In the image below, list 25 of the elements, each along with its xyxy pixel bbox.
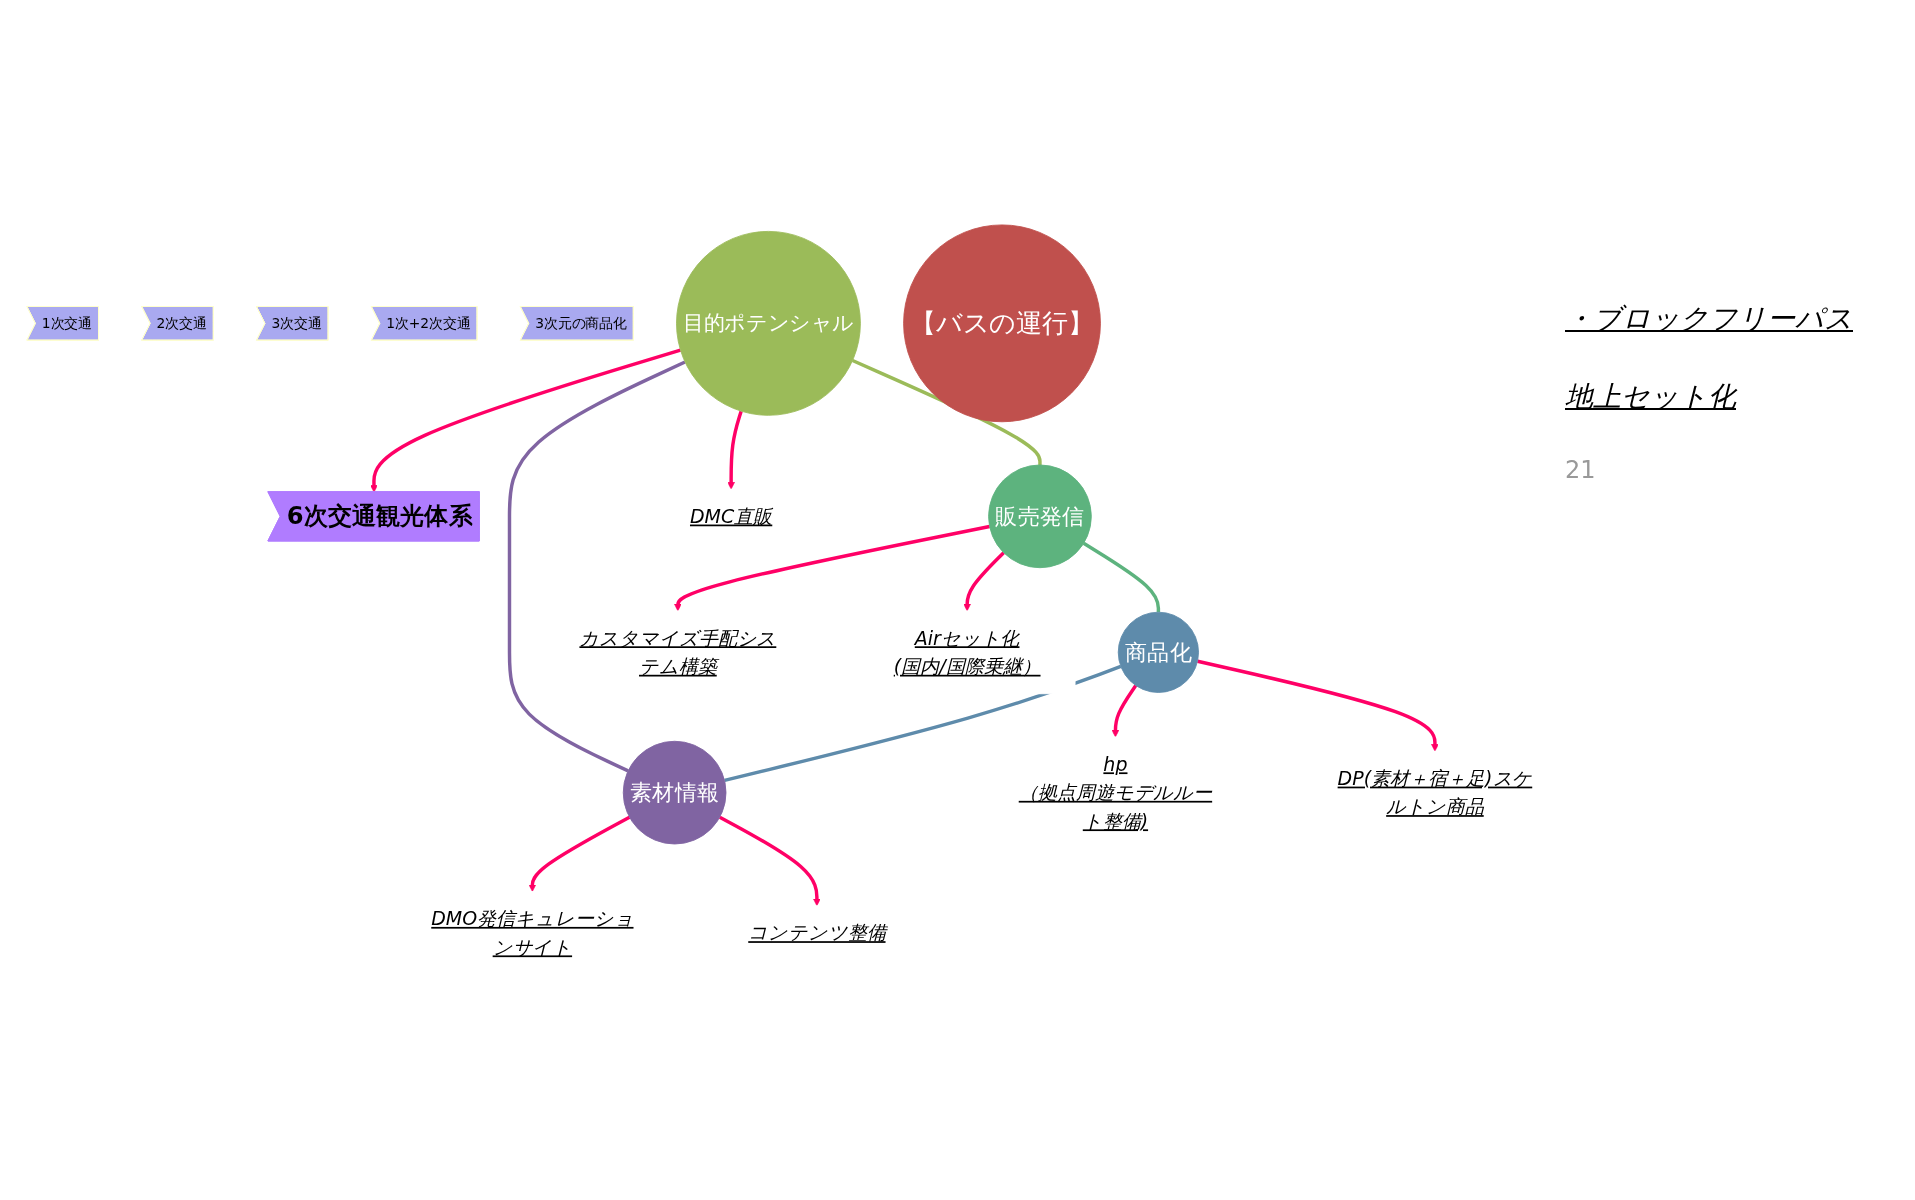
- node-circle: 素材情報: [622, 741, 727, 845]
- arrow: [727, 411, 743, 490]
- connector: [724, 665, 1122, 783]
- arrow: [528, 816, 631, 893]
- node-text: DMO発信キュレーションサイト: [431, 908, 634, 959]
- node-text: コンテンツ整備: [748, 922, 886, 945]
- node-circle: 販売発信: [988, 464, 1092, 569]
- node-text: カスタマイズ手配システム構築: [579, 627, 777, 678]
- node-text: hp （拠点周遊モデルルート整備): [1018, 753, 1213, 833]
- node-circle: 目的ポテンシャル: [676, 231, 861, 417]
- connector: [1082, 542, 1161, 613]
- note-text: 地上セット化: [1565, 379, 1739, 415]
- page-number: 21: [1565, 456, 1597, 484]
- arrow: [370, 348, 681, 493]
- arrow: [1111, 684, 1138, 738]
- node-circle: 【バスの運行】: [903, 224, 1101, 423]
- arrow: [674, 525, 990, 612]
- node-text: DP(素材＋宿＋足)スケルトン商品: [1337, 767, 1533, 819]
- node-circle: 商品化: [1117, 612, 1199, 694]
- node-text: DMC直販: [689, 505, 773, 528]
- arrow: [963, 551, 1005, 612]
- connector: [507, 360, 686, 773]
- note-text: ・ブロックフリーパス: [1565, 301, 1854, 337]
- arrow: [1197, 659, 1439, 752]
- arrow: [718, 816, 821, 907]
